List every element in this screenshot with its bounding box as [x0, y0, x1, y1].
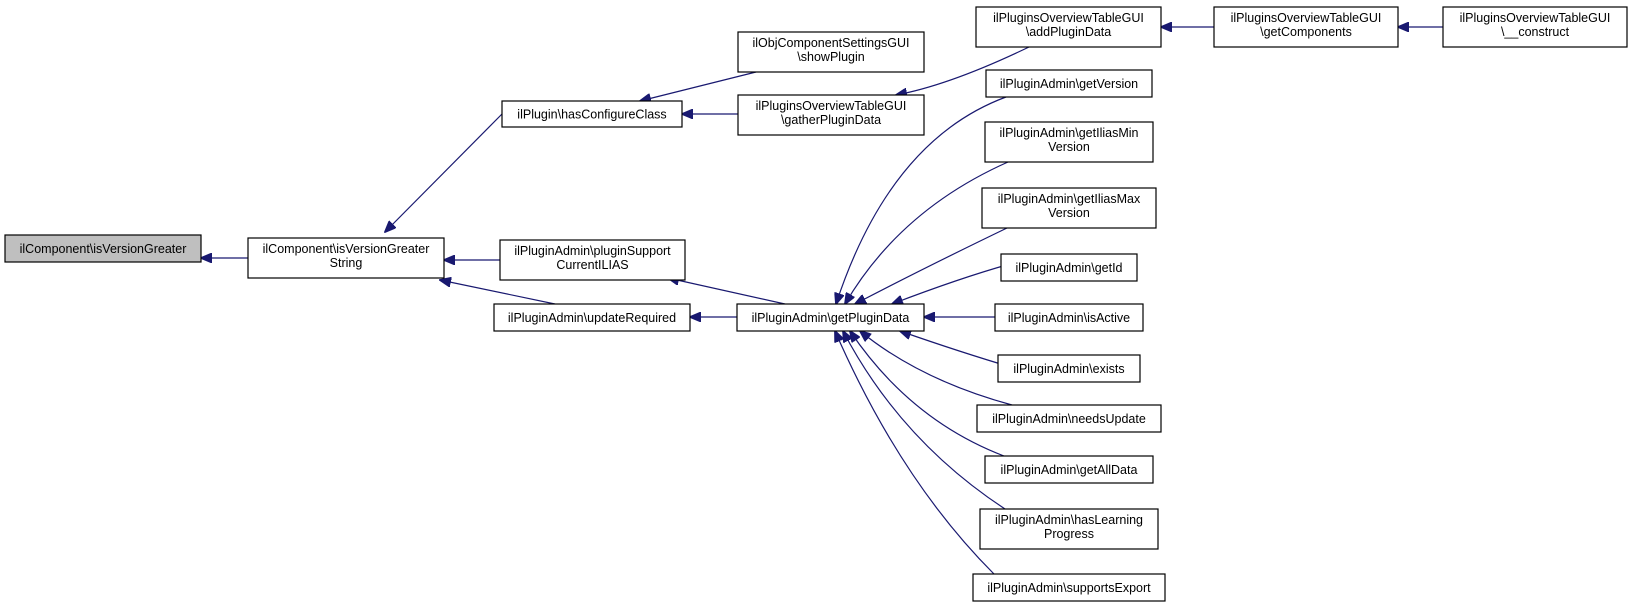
- node-label: ilObjComponentSettingsGUI: [752, 36, 909, 50]
- node-label: ilPluginAdmin\getPluginData: [752, 311, 910, 325]
- node-box: [976, 404, 1162, 433]
- node-label: ilPluginsOverviewTableGUI: [756, 99, 907, 113]
- node-gather[interactable]: ilPluginsOverviewTableGUI\gatherPluginDa…: [737, 94, 925, 136]
- node-label: ilComponent\isVersionGreater: [263, 242, 430, 256]
- node-label: ilPlugin\hasConfigureClass: [517, 108, 666, 122]
- node-label: ilPluginsOverviewTableGUI: [993, 11, 1144, 25]
- edge-getver-to-getpd: [836, 96, 1007, 304]
- node-box: [984, 455, 1154, 484]
- edge-getid-to-getpd: [892, 263, 1011, 304]
- edge-needsupd-to-getpd: [860, 331, 1013, 406]
- node-label: ilPluginAdmin\needsUpdate: [992, 412, 1146, 426]
- node-label: String: [330, 256, 363, 270]
- node-box: [737, 94, 925, 136]
- node-needsupd[interactable]: ilPluginAdmin\needsUpdate: [976, 404, 1162, 433]
- edge-getall-to-getpd: [850, 331, 1005, 457]
- node-exists[interactable]: ilPluginAdmin\exists: [997, 354, 1141, 383]
- node-suppexp[interactable]: ilPluginAdmin\supportsExport: [972, 573, 1166, 602]
- node-label: ilPluginAdmin\updateRequired: [508, 311, 676, 325]
- node-box: [972, 573, 1166, 602]
- node-box: [501, 100, 683, 128]
- node-box: [994, 303, 1144, 332]
- node-addpd[interactable]: ilPluginsOverviewTableGUI\addPluginData: [975, 6, 1162, 48]
- edge-suppexp-to-getpd: [835, 331, 995, 575]
- node-getpd[interactable]: ilPluginAdmin\getPluginData: [736, 303, 925, 332]
- edge-getmin-to-getpd: [845, 161, 1009, 304]
- node-getall[interactable]: ilPluginAdmin\getAllData: [984, 455, 1154, 484]
- node-label: \addPluginData: [1026, 25, 1112, 39]
- node-getid[interactable]: ilPluginAdmin\getId: [1000, 253, 1138, 282]
- node-label: ilPluginAdmin\hasLearning: [995, 513, 1143, 527]
- node-box: [979, 508, 1159, 550]
- node-updreq[interactable]: ilPluginAdmin\updateRequired: [493, 303, 691, 332]
- node-box: [1442, 6, 1628, 48]
- node-box: [975, 6, 1162, 48]
- node-label: ilPluginAdmin\getIliasMax: [998, 192, 1141, 206]
- node-label: Progress: [1044, 527, 1094, 541]
- edge-haslp-to-getpd: [843, 331, 1006, 510]
- edge-updreq-to-ivgs: [440, 280, 556, 305]
- edge-exists-to-getpd: [900, 331, 1015, 369]
- node-root[interactable]: ilComponent\isVersionGreater: [4, 234, 202, 263]
- node-box: [493, 303, 691, 332]
- edge-getmax-to-getpd: [855, 227, 1008, 304]
- node-box: [4, 234, 202, 263]
- node-isactive[interactable]: ilPluginAdmin\isActive: [994, 303, 1144, 332]
- node-getcomp[interactable]: ilPluginsOverviewTableGUI\getComponents: [1213, 6, 1399, 48]
- node-box: [737, 31, 925, 73]
- node-box: [247, 237, 445, 279]
- edge-getpd-to-plugsupp: [668, 278, 786, 305]
- node-label: Version: [1048, 140, 1090, 154]
- node-label: \gatherPluginData: [781, 113, 881, 127]
- node-getver[interactable]: ilPluginAdmin\getVersion: [985, 69, 1153, 98]
- node-label: ilPluginAdmin\getId: [1015, 261, 1122, 275]
- node-showplugin[interactable]: ilObjComponentSettingsGUI\showPlugin: [737, 31, 925, 73]
- node-label: ilPluginAdmin\pluginSupport: [514, 244, 671, 258]
- node-label: ilPluginAdmin\getIliasMin: [1000, 126, 1139, 140]
- node-box: [997, 354, 1141, 383]
- node-label: ilComponent\isVersionGreater: [20, 242, 187, 256]
- node-label: ilPluginAdmin\isActive: [1008, 311, 1130, 325]
- node-label: Version: [1048, 206, 1090, 220]
- node-box: [981, 187, 1157, 229]
- node-box: [1213, 6, 1399, 48]
- node-label: ilPluginAdmin\getAllData: [1001, 463, 1138, 477]
- edge-showplugin-to-hasconf: [640, 71, 757, 101]
- edge-addpd-to-gather: [896, 46, 1030, 95]
- node-label: ilPluginAdmin\supportsExport: [987, 581, 1151, 595]
- node-box: [499, 239, 686, 281]
- node-construct[interactable]: ilPluginsOverviewTableGUI\__construct: [1442, 6, 1628, 48]
- node-label: \getComponents: [1260, 25, 1352, 39]
- node-label: ilPluginAdmin\exists: [1013, 362, 1124, 376]
- node-box: [736, 303, 925, 332]
- edge-hasconf-to-ivgs: [385, 113, 503, 232]
- edges-layer: [201, 27, 1443, 575]
- node-box: [985, 69, 1153, 98]
- node-label: ilPluginsOverviewTableGUI: [1231, 11, 1382, 25]
- node-label: CurrentILIAS: [556, 258, 628, 272]
- node-box: [1000, 253, 1138, 282]
- node-label: \__construct: [1501, 25, 1570, 39]
- node-label: ilPluginsOverviewTableGUI: [1460, 11, 1611, 25]
- node-hasconf[interactable]: ilPlugin\hasConfigureClass: [501, 100, 683, 128]
- node-label: \showPlugin: [797, 50, 864, 64]
- node-box: [984, 121, 1154, 163]
- node-label: ilPluginAdmin\getVersion: [1000, 77, 1138, 91]
